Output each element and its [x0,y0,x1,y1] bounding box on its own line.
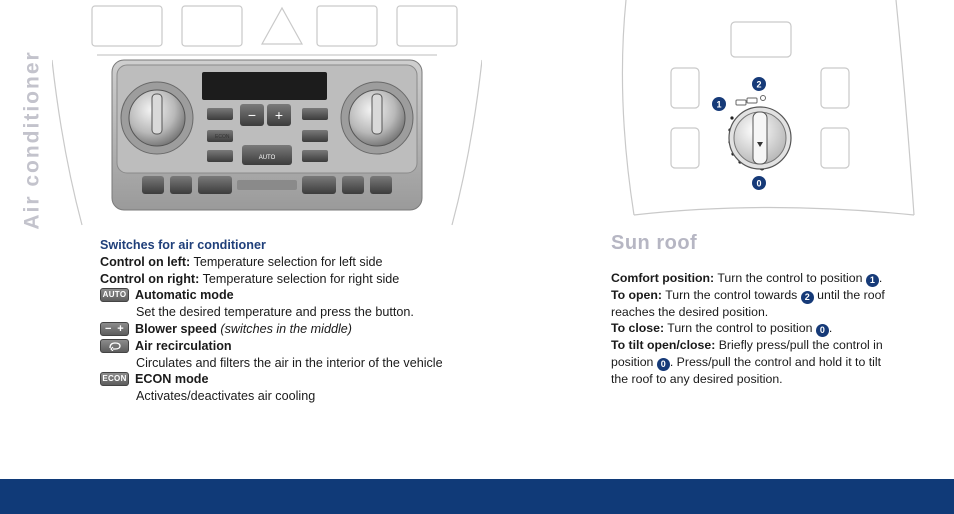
ac-item-auto-desc: Set the desired temperature and press th… [136,305,414,320]
position-0-icon: 0 [656,357,670,371]
sunroof-tilt: To tilt open/close: Briefly press/pull t… [611,338,883,386]
ac-left-control: Control on left: Temperature selection f… [100,254,383,269]
position-2-icon: 2 [800,291,814,304]
sunroof-title: Sun roof [611,232,698,254]
sunroof-section: Comfort position: Turn the control to po… [611,270,901,387]
position-1-icon: 1 [865,274,879,287]
sunroof-open: To open: Turn the control towards 2 unti… [611,288,885,319]
side-title-text: Air conditioner [21,50,44,230]
marker-2: 2 [756,80,761,90]
sunroof-close: To close: Turn the control to position 0… [611,321,833,338]
panel-auto-label: AUTO [259,155,276,161]
ac-item-econ: ECON ECON mode [100,371,500,388]
ac-panel-illustration: − + AUTO ECON [52,5,482,226]
marker-0: 0 [756,179,761,189]
position-0-icon: 0 [815,324,829,338]
ac-heading: Switches for air conditioner [100,238,266,252]
side-title: Air conditioner [20,40,46,240]
econ-button-icon: ECON [100,372,129,387]
recirculation-icon [100,338,129,353]
ac-item-auto: AUTO Automatic mode [100,287,500,304]
ac-section: Switches for air conditioner Control on … [100,237,500,405]
footer-bar [0,479,954,514]
blower-speed-icon: −+ [100,321,129,336]
marker-1: 1 [716,100,721,110]
svg-text:+: + [275,107,283,123]
sunroof-illustration: 1 2 0 [621,0,915,216]
ac-item-recirculation: Air recirculation [100,338,500,355]
ac-right-control: Control on right: Temperature selection … [100,271,400,286]
ac-item-blower: −+ Blower speed (switches in the middle) [100,321,500,338]
svg-text:−: − [248,107,256,123]
ac-item-econ-desc: Activates/deactivates air cooling [136,389,316,404]
auto-button-icon: AUTO [100,288,129,303]
ac-item-recirculation-desc: Circulates and filters the air in the in… [136,355,443,370]
sunroof-comfort: Comfort position: Turn the control to po… [611,271,883,287]
panel-econ-label: ECON [215,134,230,140]
